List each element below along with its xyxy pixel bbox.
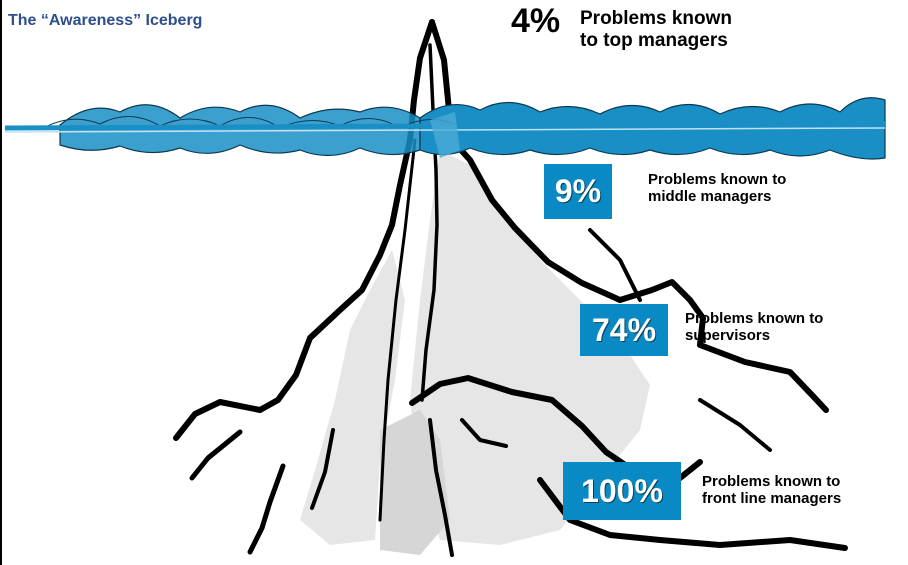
page-title: The “Awareness” Iceberg — [8, 12, 203, 29]
level-4-description: Problems known to front line managers — [702, 473, 842, 508]
level-4-percent-badge: 100% — [563, 462, 681, 520]
left-border-line — [0, 0, 2, 565]
water-surface — [4, 97, 886, 160]
level-2-percent-badge: 9% — [544, 164, 612, 219]
level-3-description: Problems known to supervisors — [685, 310, 824, 345]
level-2-description: Problems known to middle managers — [648, 171, 787, 206]
level-1-description: Problems known to top managers — [580, 8, 733, 52]
level-3-percent-badge: 74% — [580, 304, 668, 356]
level-1-percent: 4% — [511, 2, 561, 40]
